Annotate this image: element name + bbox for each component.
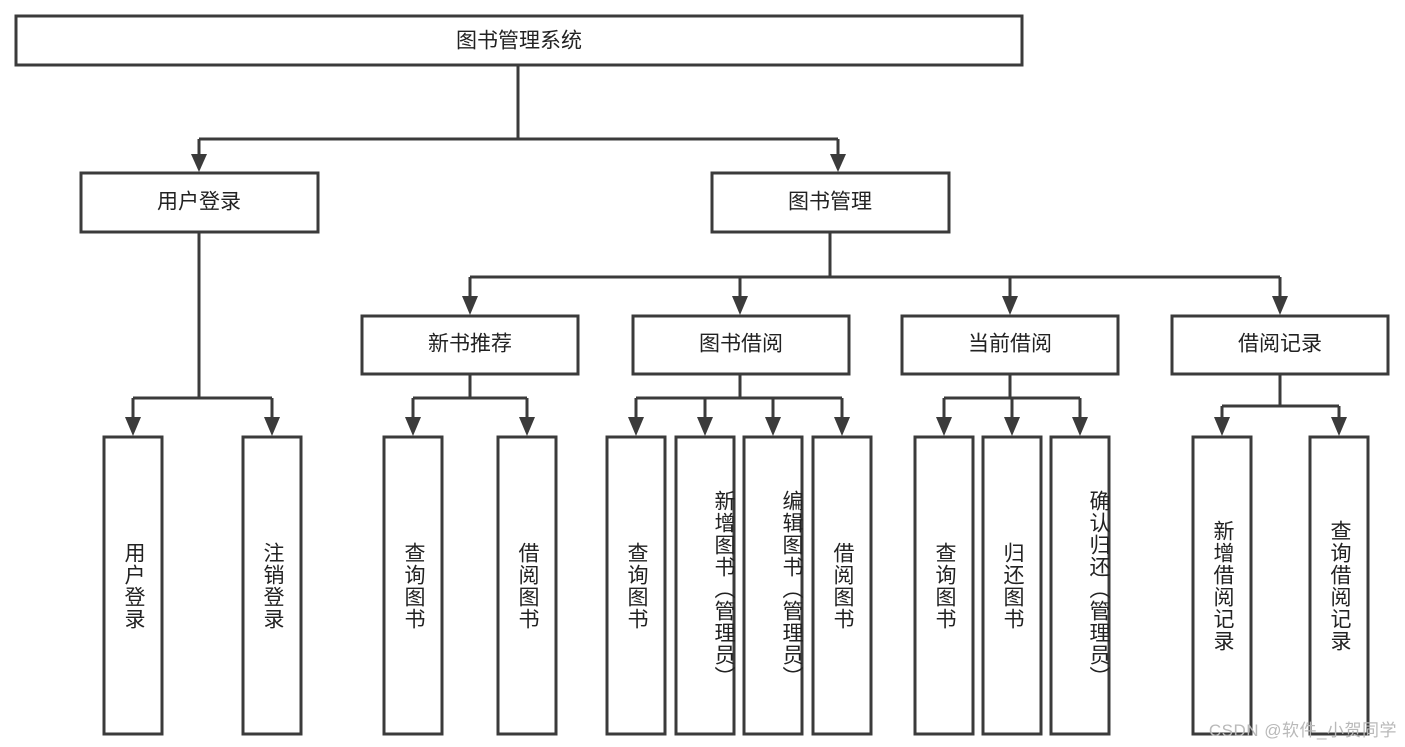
leaf-box-book-borrow-0[interactable] — [605, 435, 667, 736]
leaf-box-new-book-0[interactable] — [382, 435, 444, 736]
connector-currentborrow-to-leaves — [936, 375, 1088, 436]
leaf-box-user-login-1[interactable] — [241, 435, 303, 736]
node-current-borrow-label: 当前借阅 — [968, 333, 1052, 356]
node-new-book-recommend-label: 新书推荐 — [428, 333, 512, 356]
leaf-box-current-borrow-0[interactable] — [913, 435, 975, 736]
node-book-borrow-label: 图书借阅 — [699, 333, 783, 356]
connector-userlogin-to-leaves — [125, 233, 280, 436]
node-root[interactable]: 图书管理系统 — [14, 14, 1024, 67]
connector-newbook-to-leaves — [405, 375, 535, 436]
node-user-login-label: 用户登录 — [157, 191, 241, 214]
leaf-box-borrow-record-1[interactable] — [1308, 435, 1370, 736]
leaf-box-borrow-record-0[interactable] — [1191, 435, 1253, 736]
node-current-borrow[interactable]: 当前借阅 — [900, 314, 1120, 376]
leaf-box-current-borrow-1[interactable] — [981, 435, 1043, 736]
leaf-box-book-borrow-1[interactable] — [674, 435, 736, 736]
connector-level1-bookmgmt-to-level2 — [462, 233, 1288, 315]
leaf-box-book-borrow-2[interactable] — [742, 435, 804, 736]
connector-borrowrecord-to-leaves — [1214, 375, 1347, 436]
node-new-book-recommend[interactable]: 新书推荐 — [360, 314, 580, 376]
leaf-box-user-login-0[interactable] — [102, 435, 164, 736]
watermark-text: CSDN @软件_小贺同学 — [1208, 721, 1397, 740]
node-book-management-label: 图书管理 — [788, 191, 872, 214]
leaf-box-current-borrow-2[interactable] — [1049, 435, 1111, 736]
node-borrow-record-label: 借阅记录 — [1238, 333, 1322, 356]
node-root-label: 图书管理系统 — [456, 30, 582, 53]
node-user-login[interactable]: 用户登录 — [79, 171, 320, 234]
node-book-borrow[interactable]: 图书借阅 — [631, 314, 851, 376]
leaf-box-new-book-1[interactable] — [496, 435, 558, 736]
connector-root-to-level1 — [191, 65, 846, 172]
connector-bookborrow-to-leaves — [628, 375, 850, 436]
leaf-box-book-borrow-3[interactable] — [811, 435, 873, 736]
node-book-management[interactable]: 图书管理 — [710, 171, 951, 234]
node-borrow-record[interactable]: 借阅记录 — [1170, 314, 1390, 376]
